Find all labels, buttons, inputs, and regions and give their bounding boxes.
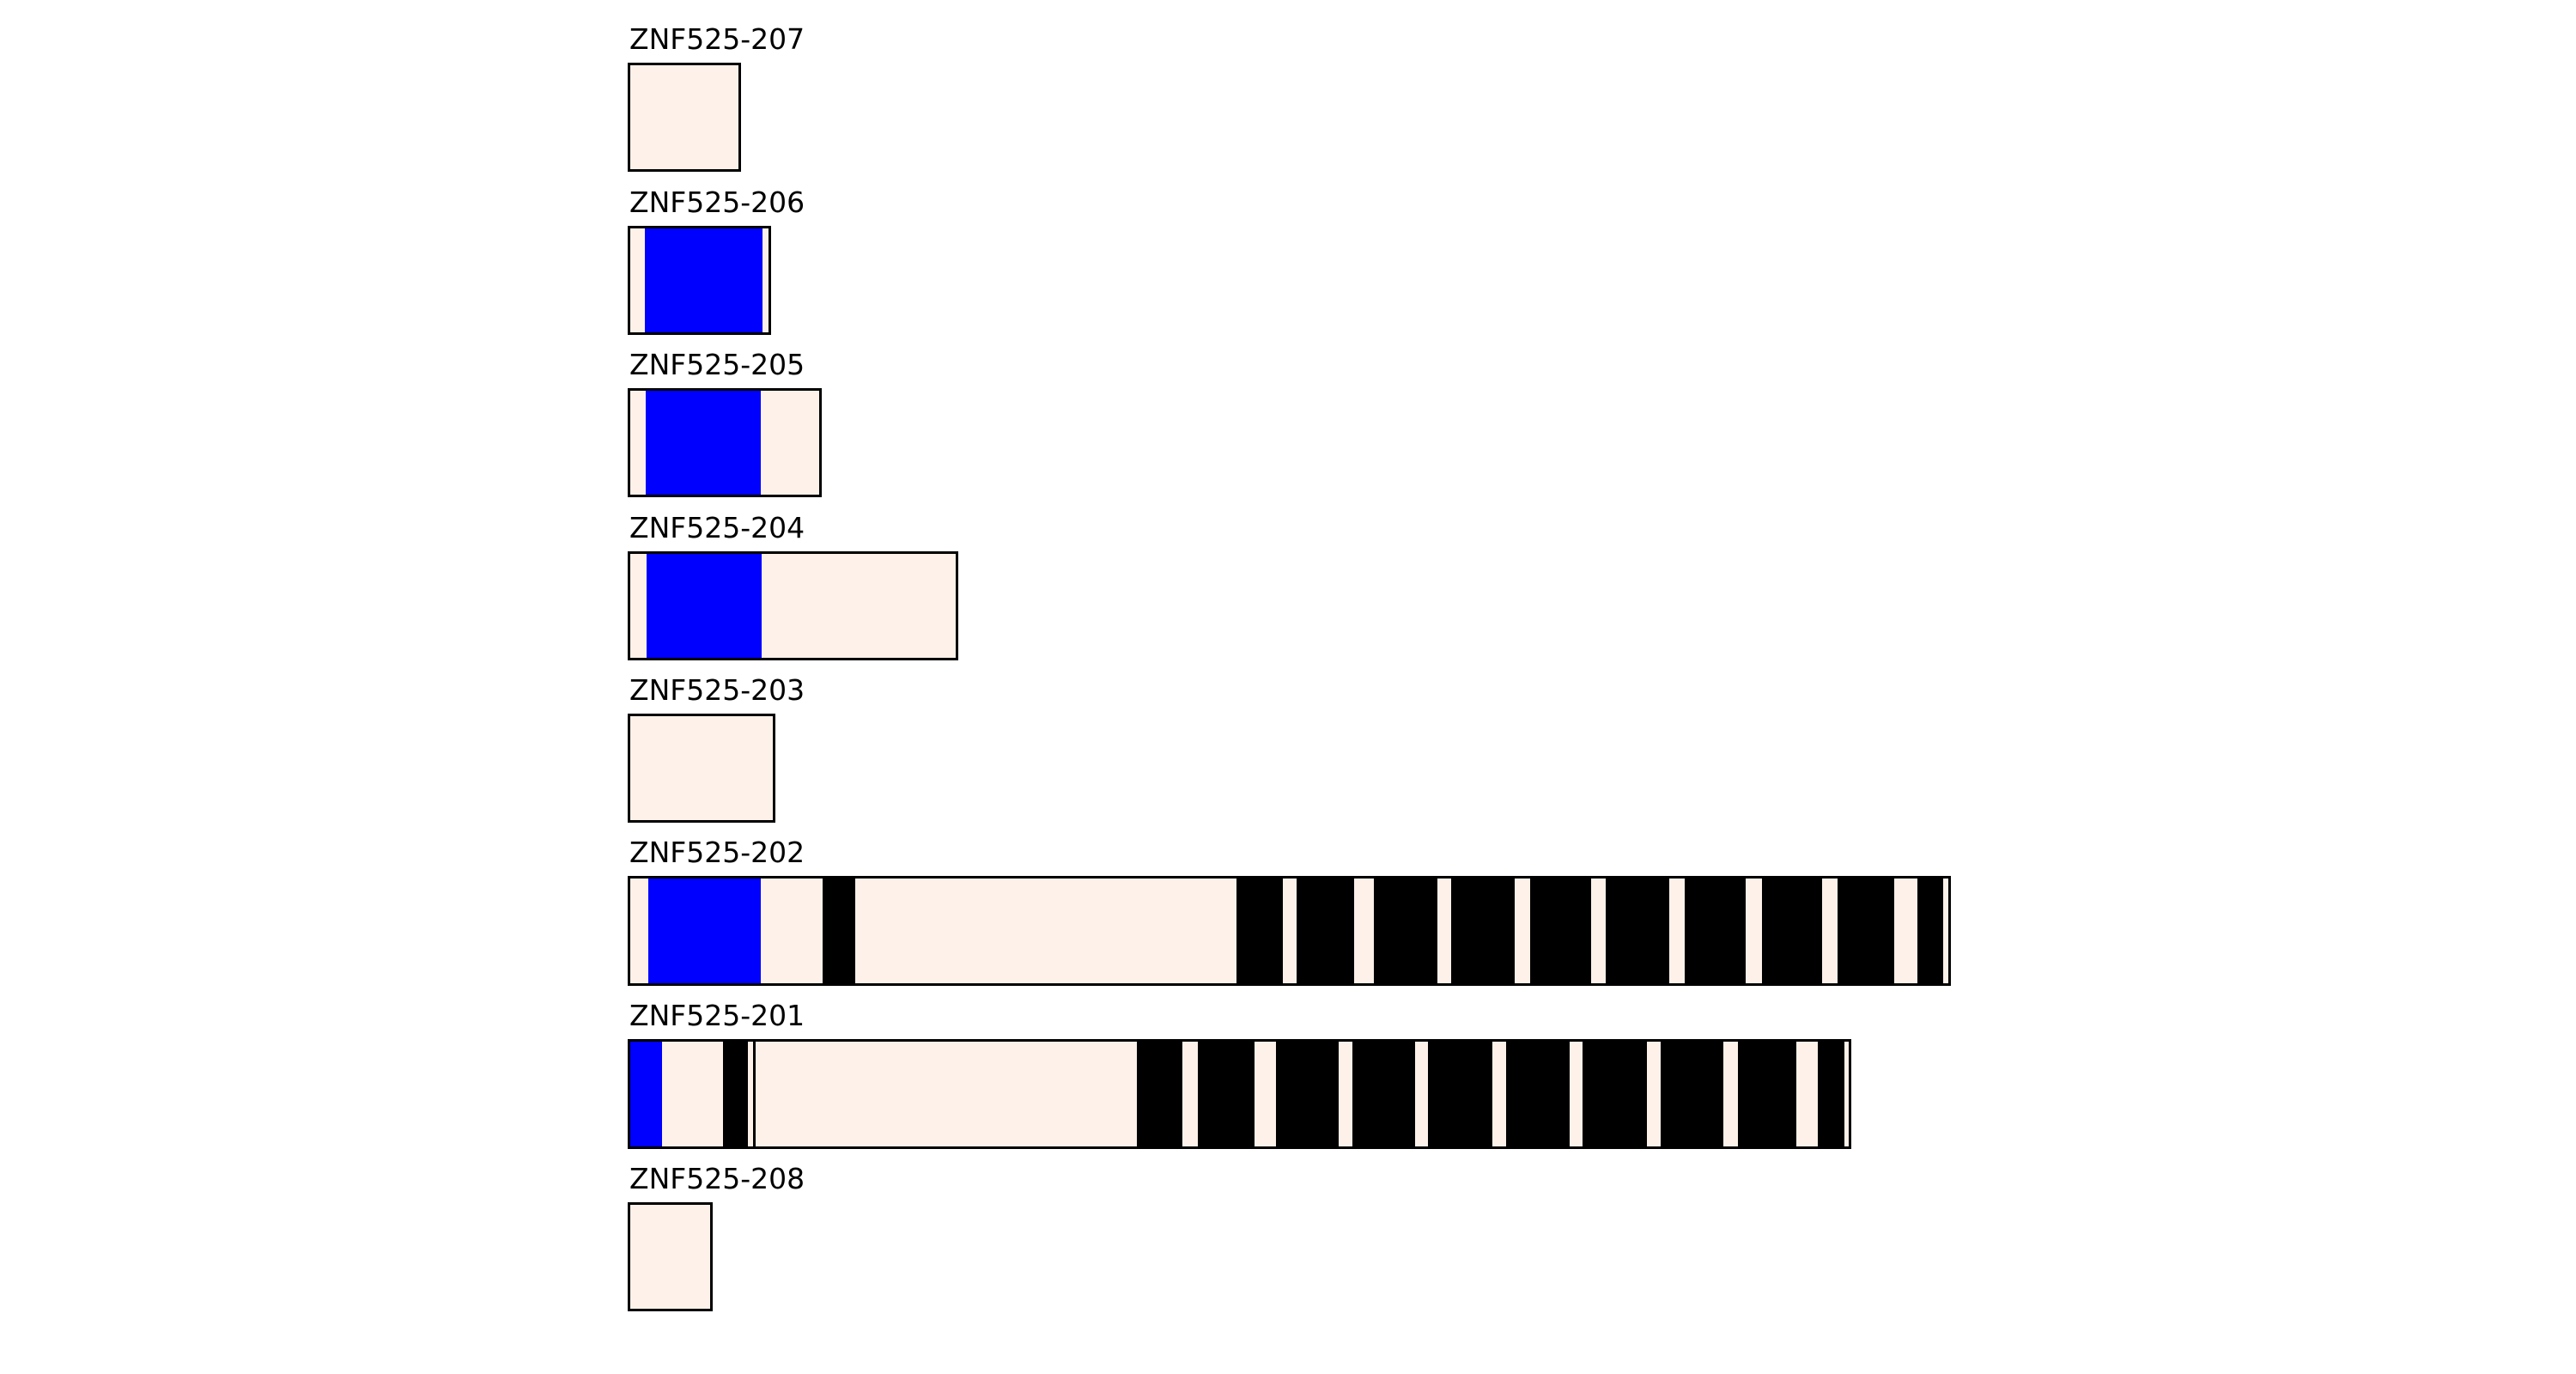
transcript-label: ZNF525-207	[629, 22, 805, 56]
domain-segment-black	[1762, 879, 1822, 983]
domain-segment-black	[1276, 1042, 1339, 1146]
transcript-label: ZNF525-205	[629, 348, 805, 381]
domain-segment-black	[1583, 1042, 1647, 1146]
domain-segment-black	[1352, 1042, 1415, 1146]
transcript-bar	[628, 876, 1951, 986]
transcript-label: ZNF525-201	[629, 999, 805, 1032]
transcript-bar	[628, 551, 958, 660]
domain-segment-black	[1838, 879, 1894, 983]
domain-segment-black	[1198, 1042, 1255, 1146]
domain-segment-black	[1137, 1042, 1182, 1146]
domain-segment-black	[1530, 879, 1591, 983]
domain-segment-black	[1685, 879, 1746, 983]
transcript-label: ZNF525-206	[629, 185, 805, 219]
domain-segment-black	[753, 1042, 756, 1146]
domain-segment-black	[1606, 879, 1669, 983]
transcript-label: ZNF525-203	[629, 673, 805, 707]
domain-segment-black	[1506, 1042, 1570, 1146]
transcript-label: ZNF525-204	[629, 511, 805, 544]
transcript-bar	[628, 1039, 1851, 1149]
domain-segment-blue	[647, 554, 762, 658]
domain-segment-black	[1738, 1042, 1796, 1146]
domain-segment-black	[1661, 1042, 1723, 1146]
domain-segment-black	[1297, 879, 1354, 983]
domain-segment-black	[1236, 879, 1283, 983]
domain-segment-blue	[646, 391, 761, 495]
transcript-bar	[628, 1202, 713, 1311]
transcript-bar	[628, 388, 822, 497]
transcript-label: ZNF525-208	[629, 1162, 805, 1195]
domain-segment-blue	[648, 879, 761, 983]
domain-segment-blue	[645, 228, 762, 332]
transcript-label: ZNF525-202	[629, 836, 805, 869]
transcript-bar	[628, 226, 771, 335]
domain-segment-black	[1451, 879, 1515, 983]
domain-segment-black	[1428, 1042, 1492, 1146]
transcript-bar	[628, 714, 775, 823]
domain-segment-black	[823, 879, 855, 983]
domain-segment-black	[1917, 879, 1943, 983]
domain-segment-black	[1374, 879, 1437, 983]
domain-segment-blue	[630, 1042, 662, 1146]
transcript-bar	[628, 63, 741, 172]
domain-segment-black	[723, 1042, 748, 1146]
domain-segment-black	[1818, 1042, 1844, 1146]
